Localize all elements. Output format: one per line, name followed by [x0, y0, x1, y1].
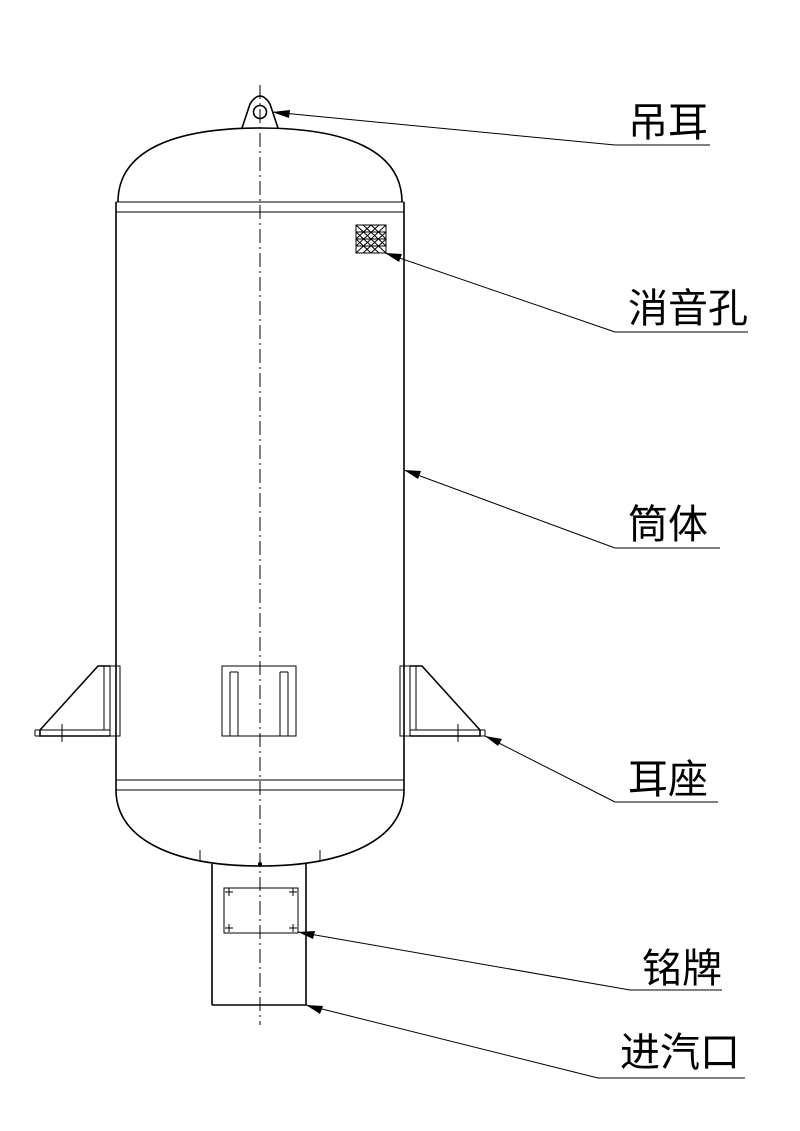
leader-lifting-lug: [271, 110, 710, 146]
label-shell: 筒体: [628, 502, 708, 548]
muffler-holes-pattern: [355, 224, 387, 254]
label-nameplate: 铭牌: [642, 946, 722, 992]
label-muffler-holes: 消音孔: [628, 286, 748, 332]
support-lug-right: [399, 665, 486, 742]
label-lifting-lug: 吊耳: [628, 100, 708, 146]
leader-support-lug: [484, 735, 718, 803]
leader-muffler-holes: [384, 252, 748, 333]
leader-steam-inlet: [305, 1004, 745, 1079]
label-support-lug: 耳座: [628, 757, 708, 803]
inlet-pipe: [211, 864, 307, 1006]
leader-nameplate: [297, 931, 722, 991]
leader-shell: [403, 469, 720, 549]
support-lug-front: [221, 665, 297, 737]
label-steam-inlet: 进汽口: [620, 1030, 740, 1076]
shell-body: [115, 202, 405, 790]
support-lug-left: [34, 665, 121, 742]
nameplate-plate: [223, 887, 299, 934]
top-head: [117, 127, 403, 203]
lifting-lug: [241, 95, 279, 129]
